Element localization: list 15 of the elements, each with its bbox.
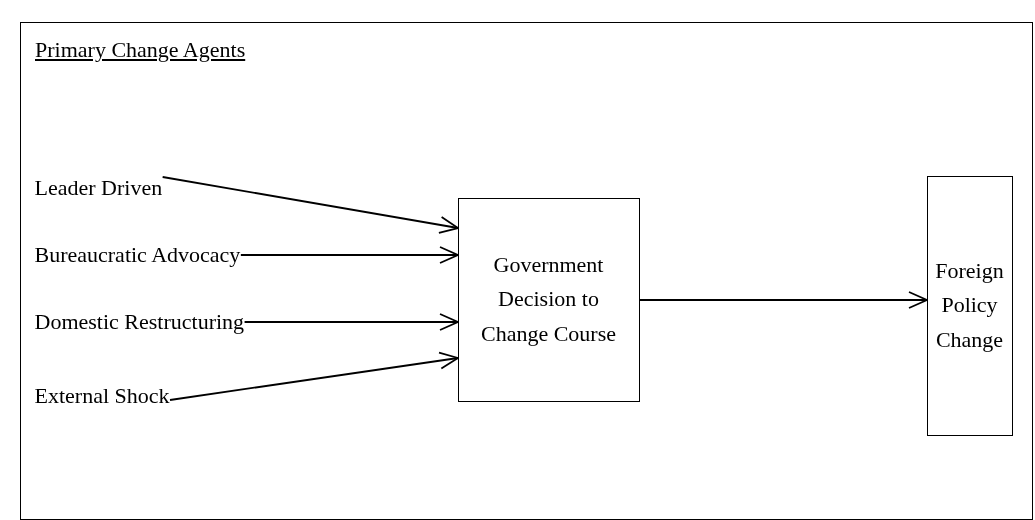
arrow: [161, 176, 459, 234]
agent-label: External Shock: [34, 382, 170, 409]
process-box: [926, 175, 1013, 436]
agent-label: Leader Driven: [34, 174, 163, 201]
process-box: [457, 197, 640, 402]
box-label: Government Decision to Change Course: [480, 251, 617, 348]
box-label: Foreign Policy Change: [935, 257, 1004, 354]
agent-label: Bureaucratic Advocacy: [34, 241, 241, 268]
frame-box: [20, 22, 1033, 520]
heading: Primary Change Agents: [35, 37, 246, 63]
agent-label: Domestic Restructuring: [34, 308, 245, 335]
arrow: [243, 313, 459, 331]
arrow: [639, 291, 928, 309]
arrow: [169, 351, 459, 401]
arrow: [239, 246, 459, 264]
